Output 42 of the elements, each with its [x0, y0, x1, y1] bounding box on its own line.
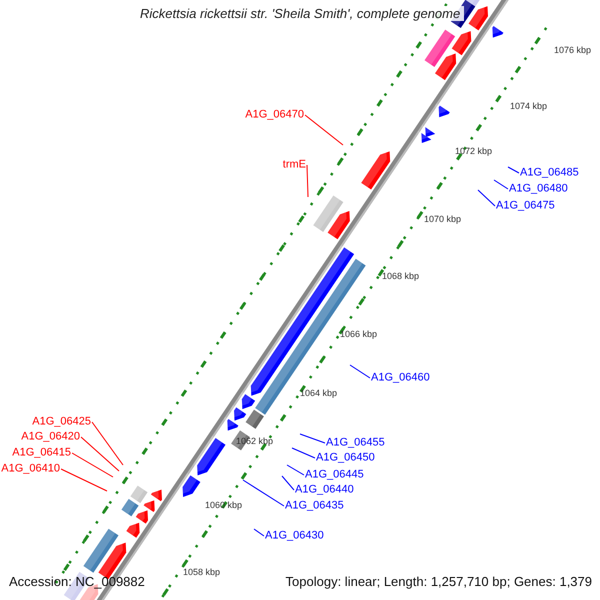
gene-label: A1G_06480 — [509, 182, 568, 196]
gene-label: A1G_06420 — [21, 430, 80, 444]
gene-label: A1G_06475 — [496, 200, 555, 212]
gene-label: A1G_06410 — [1, 462, 60, 476]
leader-line — [286, 464, 304, 476]
gene-label: A1G_06470 — [245, 108, 304, 122]
leader-line — [494, 180, 508, 190]
leader-line — [292, 448, 316, 458]
gene-label: A1G_06440 — [295, 484, 354, 496]
gene-label: A1G_06460 — [371, 372, 430, 384]
leader-line — [60, 468, 108, 492]
tick-label: 1066 kbp — [340, 329, 378, 339]
tick-label: 1070 kbp — [424, 214, 462, 224]
gene-label: A1G_06445 — [305, 468, 364, 482]
leader-line — [72, 452, 114, 478]
leader-line — [242, 480, 284, 506]
tick-label: 1068 kbp — [382, 271, 420, 281]
leader-line — [508, 166, 520, 174]
tick-label: 1058 kbp — [183, 567, 220, 577]
leader-line — [282, 476, 294, 490]
tick-label: 1074 kbp — [510, 101, 548, 111]
leader-line — [306, 164, 308, 198]
tick-label: 1064 kbp — [300, 388, 338, 398]
gene-label: A1G_06485 — [520, 166, 579, 180]
gene-label: trmE — [282, 158, 306, 172]
accession-text: Accession: NC_009882 — [9, 574, 145, 589]
gene-label: A1G_06425 — [32, 416, 91, 428]
leader-line — [92, 422, 124, 466]
genome-stats-text: Topology: linear; Length: 1,257,710 bp; Genes: 1,379 — [286, 574, 592, 589]
tick-label: 1076 kbp — [554, 45, 592, 55]
gene-label: A1G_06450 — [316, 452, 375, 464]
gene-label: A1G_06435 — [285, 500, 344, 512]
leader-line — [350, 364, 370, 378]
leader-line — [304, 114, 344, 146]
gene-label: A1G_06415 — [12, 446, 71, 460]
gene-label: A1G_06455 — [326, 436, 385, 450]
leader-line — [254, 528, 264, 536]
tick-label: 1072 kbp — [455, 146, 492, 156]
leader-line — [80, 436, 120, 472]
leader-line — [478, 190, 496, 206]
gene-label: A1G_06430 — [265, 530, 324, 542]
leader-line — [300, 434, 326, 444]
